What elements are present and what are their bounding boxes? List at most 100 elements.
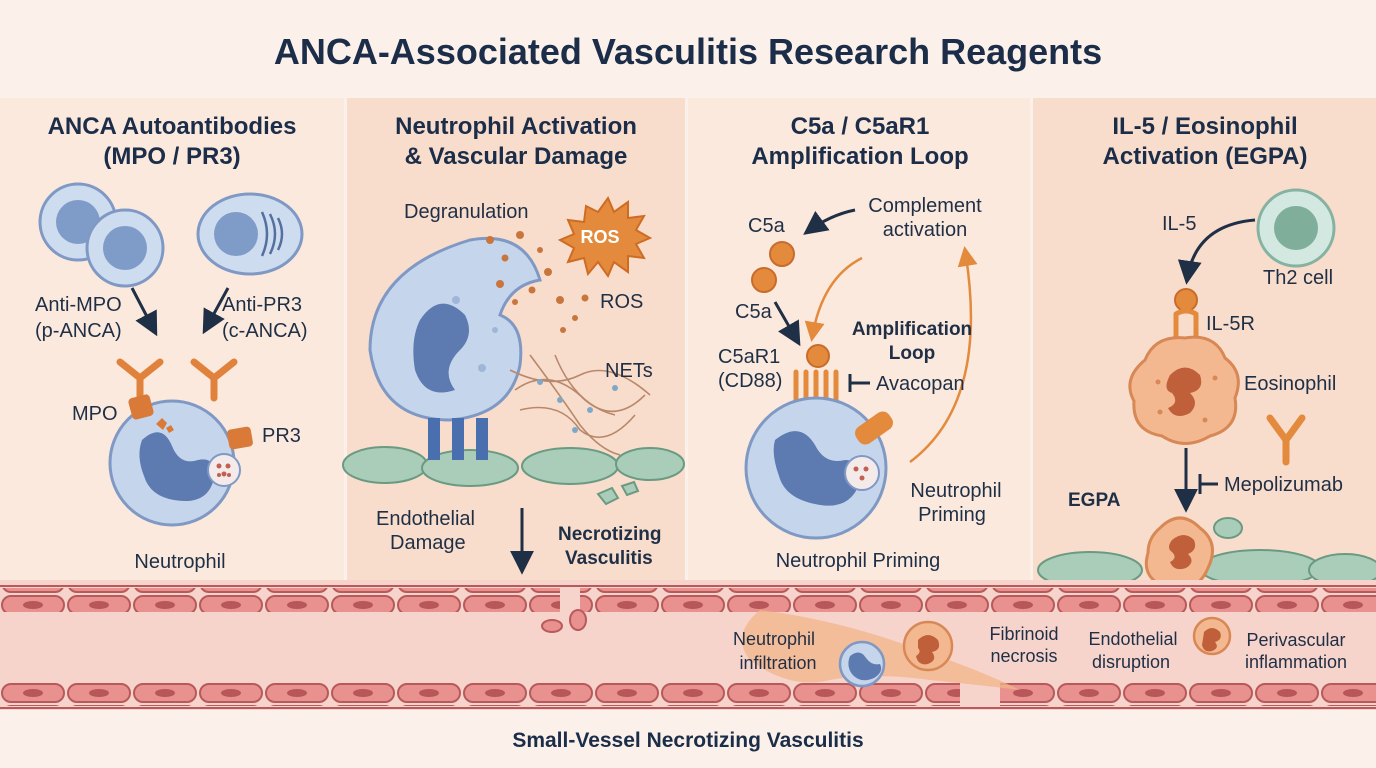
- infiltrating-neutrophil-icon: [838, 640, 886, 688]
- degranulation-granules-icon: [486, 231, 589, 333]
- panel-title-1: ANCA Autoantibodies (MPO / PR3): [48, 113, 297, 170]
- th2-cell-icon: [1256, 188, 1336, 268]
- anti-mpo-antibody-icon: [116, 358, 164, 420]
- neutrophil-infiltration-label: Neutrophil: [733, 629, 815, 649]
- panel-title-3-line-2: Amplification Loop: [751, 143, 968, 170]
- avacopan-label: Avacopan: [876, 373, 965, 395]
- endothelium-cells: [342, 446, 685, 506]
- priming-right-label: Neutrophil: [910, 480, 1001, 502]
- panel1-neutrophil: [108, 399, 241, 527]
- ros-burst-label: ROS: [580, 227, 619, 247]
- vessel-wall-bottom-left: [0, 682, 960, 706]
- avacopan-drug-icon: [855, 411, 893, 445]
- mepolizumab-label: Mepolizumab: [1224, 474, 1343, 496]
- egpa-label: EGPA: [1068, 490, 1121, 511]
- panel-title-3: C5a / C5aR1 Amplification Loop: [751, 113, 968, 170]
- panel-title-4-line-2: Activation (EGPA): [1103, 143, 1308, 170]
- panel-title-1-line-1: ANCA Autoantibodies: [48, 113, 297, 140]
- c5ar1-receptor-icon: [793, 344, 839, 403]
- vessel-wall-top-left: [0, 588, 560, 612]
- il5-label: IL-5: [1162, 213, 1196, 235]
- perivascular-sublabel: inflammation: [1245, 652, 1347, 672]
- nets-strands-icon: [509, 354, 651, 456]
- granule-icon: [207, 453, 241, 487]
- panel-title-1-line-2: (MPO / PR3): [103, 143, 240, 170]
- ros-label: ROS: [600, 291, 643, 313]
- infiltrating-eosinophil-icon: [1144, 516, 1214, 591]
- fibrinoid-sublabel: necrosis: [990, 646, 1057, 666]
- mpo-label: MPO: [72, 403, 118, 425]
- c5ar1-sublabel: (CD88): [718, 370, 782, 392]
- anti-pr3-sublabel: (c-ANCA): [222, 320, 308, 342]
- lobed-nucleus-icon: [139, 432, 215, 502]
- bilobed-nucleus-icon: [1166, 367, 1202, 417]
- endothelial-disruption-label: Endothelial: [1088, 629, 1177, 649]
- endothelial-disruption-sublabel: disruption: [1092, 652, 1170, 672]
- arrow-il5: [1177, 218, 1256, 285]
- c5a-bottom-label: C5a: [735, 301, 773, 323]
- degranulation-label: Degranulation: [404, 201, 529, 223]
- vessel-wall-bottom-right: [1000, 682, 1376, 706]
- il5r-receptor-icon: [1173, 288, 1199, 343]
- pr3-antigen-icon: [227, 426, 253, 450]
- panel-title-2: Neutrophil Activation & Vascular Damage: [395, 113, 637, 170]
- ros-burst-icon: ROS: [557, 195, 653, 279]
- necrotizing-sublabel: Vasculitis: [565, 548, 653, 569]
- endothelial-damage-sublabel: Damage: [390, 532, 466, 554]
- panel-title-4-line-1: IL-5 / Eosinophil: [1112, 113, 1297, 140]
- c5ar1-label: C5aR1: [718, 346, 780, 368]
- wall-fragments-icon: [541, 609, 587, 633]
- priming-bottom-label: Neutrophil Priming: [776, 550, 941, 572]
- amplification-label: Amplification: [852, 319, 972, 340]
- complement-sublabel: activation: [883, 219, 968, 241]
- lobed-nucleus-icon: [413, 303, 469, 393]
- c5a-molecule-icon: [769, 241, 795, 267]
- mepolizumab-antibody-icon: [1266, 414, 1306, 466]
- endothelial-damage-label: Endothelial: [376, 508, 475, 530]
- vessel-caption: Small-Vessel Necrotizing Vasculitis: [512, 729, 863, 752]
- eosinophil-icon: [1128, 335, 1240, 445]
- page-title: ANCA-Associated Vasculitis Research Reag…: [274, 31, 1102, 72]
- arrow-anti-mpo: [130, 287, 158, 337]
- nets-label: NETs: [605, 360, 653, 382]
- golgi-icon: [260, 211, 284, 257]
- arrow-amplification-outer: [909, 246, 978, 463]
- arrow-amplification-inner: [804, 256, 863, 342]
- pr3-label: PR3: [262, 425, 301, 447]
- mpo-antigen-icon: [128, 394, 154, 420]
- anti-mpo-sublabel: (p-ANCA): [35, 320, 122, 342]
- primed-neutrophil-icon: [744, 396, 893, 540]
- perivascular-label: Perivascular: [1246, 630, 1345, 650]
- cell-nucleus-icon: [103, 226, 147, 270]
- vessel-eosinophil-icon: [902, 620, 954, 672]
- neutrophil-infiltration-sublabel: infiltration: [739, 653, 816, 673]
- priming-right-sublabel: Priming: [918, 504, 986, 526]
- fibrinoid-necrosis-zone: [742, 610, 1020, 690]
- anca-antigen-cells: [38, 182, 304, 288]
- arrow-c5a-to-receptor: [773, 301, 801, 347]
- arrow-anti-pr3: [202, 287, 230, 335]
- c5a-top-label: C5a: [748, 215, 786, 237]
- lobed-nucleus-icon: [773, 431, 861, 506]
- c5a-molecule-icon: [751, 267, 777, 293]
- granule-icon: [844, 455, 880, 491]
- panel-title-2-line-1: Neutrophil Activation: [395, 113, 637, 140]
- panel-title-3-line-1: C5a / C5aR1: [791, 113, 930, 140]
- complement-label: Complement: [868, 195, 982, 217]
- amplification-sublabel: Loop: [889, 343, 935, 364]
- il5r-label: IL-5R: [1206, 313, 1255, 335]
- panel-title-2-line-2: & Vascular Damage: [405, 143, 628, 170]
- eosinophil-label: Eosinophil: [1244, 373, 1336, 395]
- perivascular-eosinophil-icon: [1192, 616, 1232, 656]
- anti-pr3-antibody-icon: [190, 358, 253, 450]
- necrotizing-label: Necrotizing: [558, 524, 661, 545]
- vessel-wall-top-right: [580, 588, 1376, 612]
- cell-nucleus-icon: [214, 212, 258, 256]
- th2-label: Th2 cell: [1263, 267, 1333, 289]
- arrow-complement-to-c5a: [803, 208, 856, 235]
- fibrinoid-label: Fibrinoid: [989, 624, 1058, 644]
- panel-title-4: IL-5 / Eosinophil Activation (EGPA): [1103, 113, 1308, 170]
- anti-pr3-label: Anti-PR3: [222, 294, 302, 316]
